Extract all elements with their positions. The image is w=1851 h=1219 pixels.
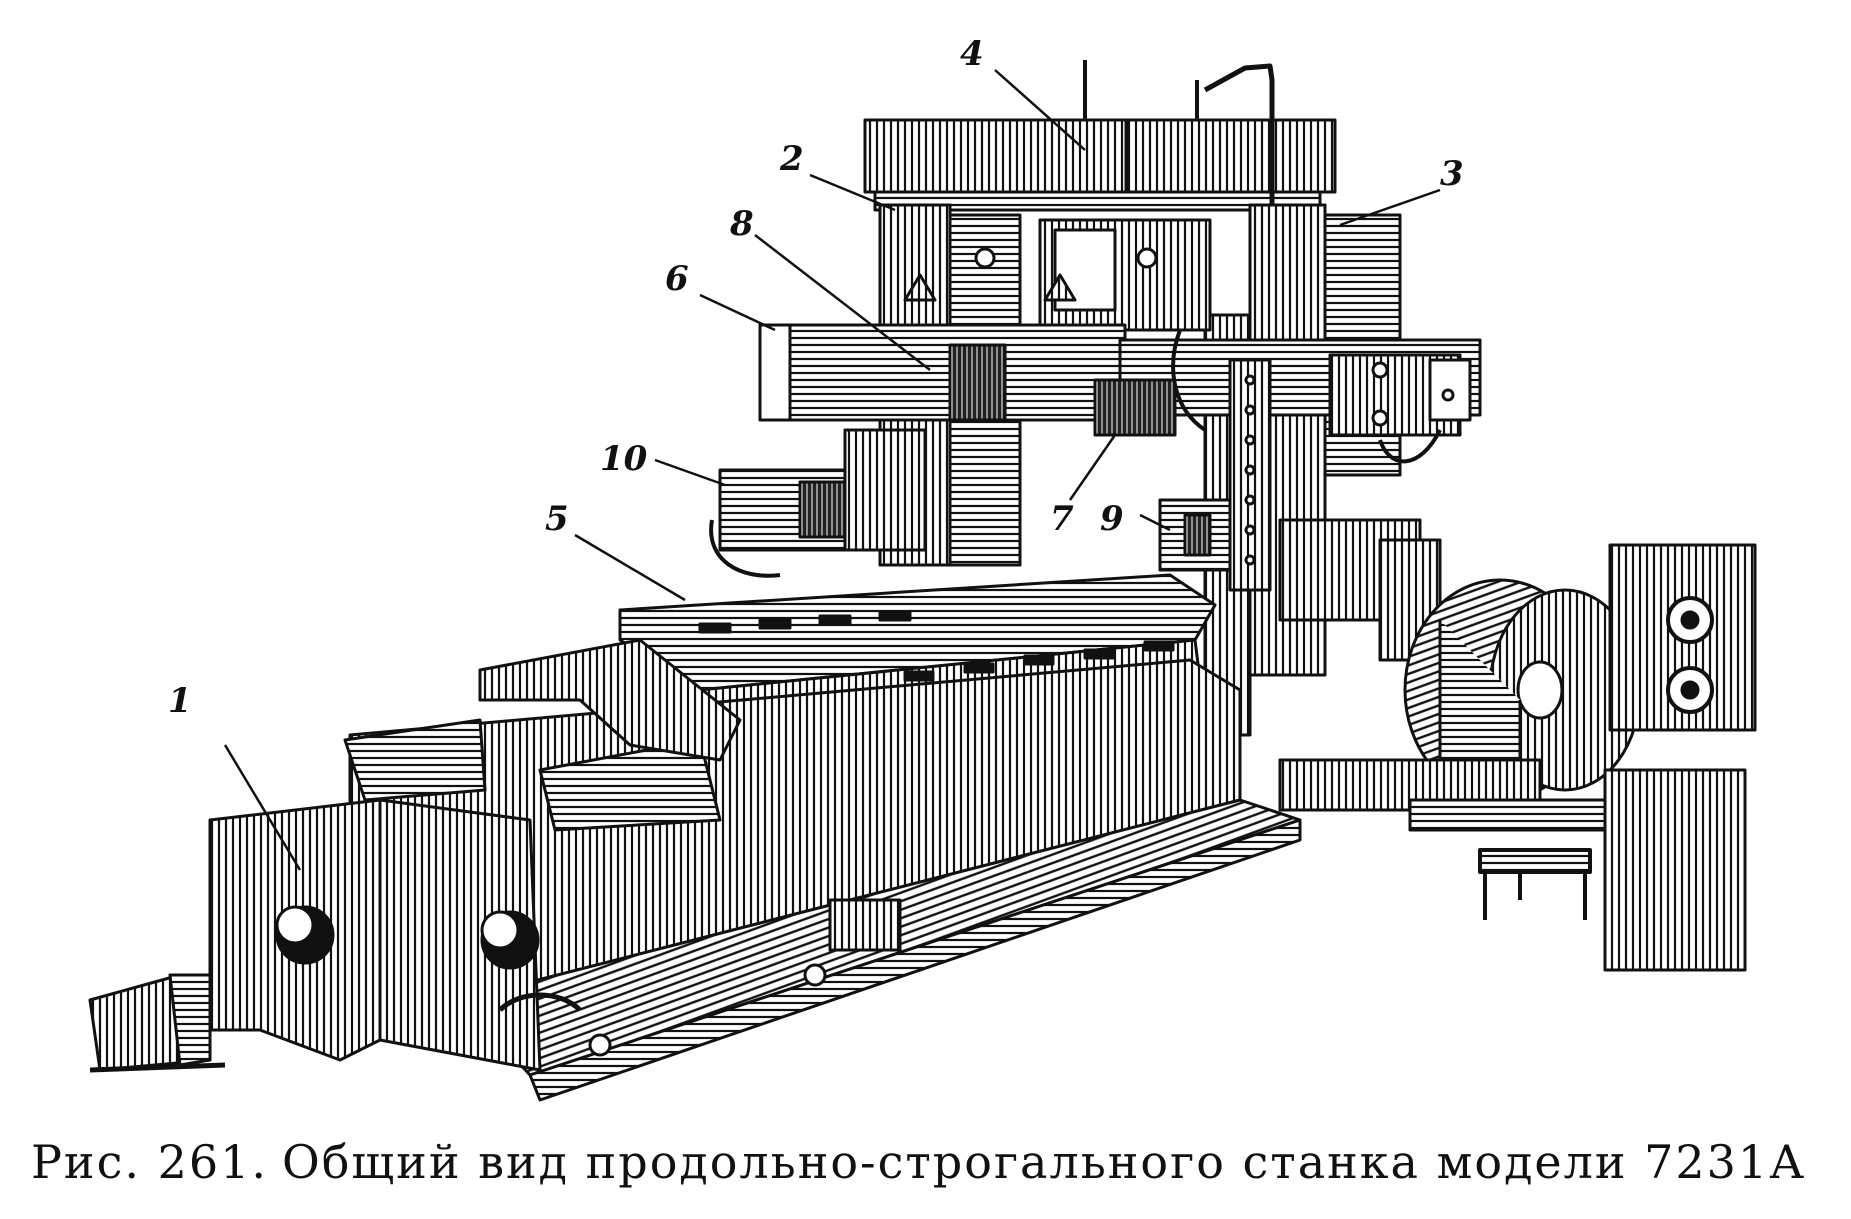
callout-9: 9 xyxy=(1100,499,1124,539)
small-bench xyxy=(1478,848,1592,920)
callout-6: 6 xyxy=(665,259,689,299)
callout-4: 4 xyxy=(960,34,984,74)
top-crossbeam xyxy=(863,60,1337,320)
machine-bed xyxy=(88,638,1302,1102)
caption-text: Общий вид продольно-строгального станка … xyxy=(282,1135,1807,1189)
callout-3: 3 xyxy=(1440,154,1464,194)
callout-10: 10 xyxy=(600,439,648,479)
cross-rail xyxy=(758,273,1482,464)
electrical-cabinet xyxy=(1603,543,1757,972)
leader-lines xyxy=(223,69,1441,871)
figure-caption: Рис. 261. Общий вид продольно-строгальног… xyxy=(0,1135,1851,1189)
left-side-head xyxy=(709,428,927,578)
callout-8: 8 xyxy=(729,204,754,244)
caption-number: Рис. 261. xyxy=(30,1135,268,1189)
drive-unit xyxy=(1278,518,1652,832)
callout-1: 1 xyxy=(168,681,192,721)
callout-2: 2 xyxy=(779,139,804,179)
callout-5: 5 xyxy=(545,499,569,539)
right-side-head xyxy=(1158,498,1232,572)
callout-7: 7 xyxy=(1050,499,1074,539)
